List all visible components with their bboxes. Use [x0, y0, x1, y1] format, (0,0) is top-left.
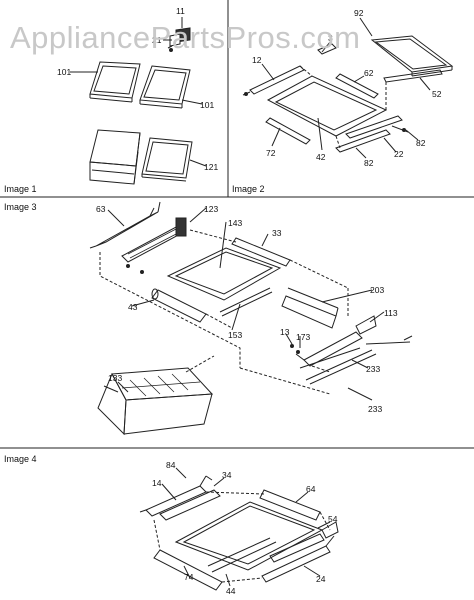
- part-101-shelf-left: [90, 62, 140, 102]
- part-133-drawer: [98, 368, 212, 434]
- callout-74: 74: [184, 572, 194, 582]
- callout-34: 34: [222, 470, 232, 480]
- part-63-runner: [96, 212, 158, 246]
- part-113-runner: [304, 332, 362, 366]
- callout-82: 82: [364, 158, 374, 168]
- panel-label-image-4: Image 4: [4, 454, 37, 464]
- callout-62: 62: [364, 68, 374, 78]
- callouts: 11 21 101 101 121 92 3 12 62 52 72 42 22…: [57, 6, 442, 596]
- part-33-bar: [232, 238, 290, 266]
- callout-13: 13: [280, 327, 290, 337]
- callout-63: 63: [96, 204, 106, 214]
- panel-label-image-1: Image 1: [4, 184, 37, 194]
- callout-101: 101: [200, 100, 214, 110]
- callout-24: 24: [316, 574, 326, 584]
- panel-label-image-2: Image 2: [232, 184, 265, 194]
- panel-borders: [0, 0, 474, 448]
- part-74-bar: [154, 550, 222, 590]
- part-64-bar: [260, 490, 320, 520]
- callout-82: 82: [416, 138, 426, 148]
- callout-173: 173: [296, 332, 310, 342]
- callout-52: 52: [432, 89, 442, 99]
- part-43-bar: [152, 290, 206, 322]
- callout-123: 123: [204, 204, 218, 214]
- part-62-bar: [336, 74, 378, 98]
- part-123-rail: [122, 226, 184, 262]
- callout-143: 143: [228, 218, 242, 228]
- callout-44: 44: [226, 586, 236, 596]
- callout-233: 233: [368, 404, 382, 414]
- callout-121: 121: [204, 162, 218, 172]
- part-101-shelf-right: [140, 66, 190, 108]
- callout-33: 33: [272, 228, 282, 238]
- part-14-rail: [160, 490, 220, 520]
- part-153-bar: [220, 288, 270, 312]
- part-24-runner: [262, 546, 330, 582]
- callout-3: 3: [328, 33, 333, 43]
- callout-22: 22: [394, 149, 404, 159]
- part-54-runner: [270, 534, 324, 562]
- part-52-runner: [384, 70, 442, 82]
- callout-54: 54: [328, 514, 338, 524]
- part-143-glass: [168, 248, 280, 300]
- callout-101: 101: [57, 67, 71, 77]
- image1-parts: [70, 17, 206, 184]
- callout-92: 92: [354, 8, 364, 18]
- callout-84: 84: [166, 460, 176, 470]
- callout-43: 43: [128, 302, 138, 312]
- panel-label-image-3: Image 3: [4, 202, 37, 212]
- callout-64: 64: [306, 484, 316, 494]
- callout-12: 12: [252, 55, 262, 65]
- callout-133: 133: [108, 373, 122, 383]
- part-72-bar: [266, 118, 310, 144]
- callout-153: 153: [228, 330, 242, 340]
- part-22-bar: [346, 116, 402, 138]
- part-121-cover-right: [142, 138, 192, 181]
- image2-parts: [243, 18, 452, 158]
- part-82-bar: [336, 130, 390, 152]
- callout-21: 21: [152, 35, 162, 45]
- part-12-rail: [250, 66, 304, 94]
- callout-72: 72: [266, 148, 276, 158]
- callout-14: 14: [152, 478, 162, 488]
- image3-parts: [90, 202, 412, 434]
- callout-203: 203: [370, 285, 384, 295]
- callout-11: 11: [176, 6, 185, 16]
- part-11-bracket: [168, 28, 190, 52]
- callout-42: 42: [316, 152, 326, 162]
- image4-parts: [140, 468, 338, 590]
- part-121-crisper-left: [90, 130, 140, 184]
- watermark-text: AppliancePartsPros.com: [10, 20, 361, 55]
- callout-233: 233: [366, 364, 380, 374]
- callout-113: 113: [384, 308, 398, 318]
- part-233-rod: [306, 350, 372, 380]
- part-203-bracket: [282, 296, 336, 328]
